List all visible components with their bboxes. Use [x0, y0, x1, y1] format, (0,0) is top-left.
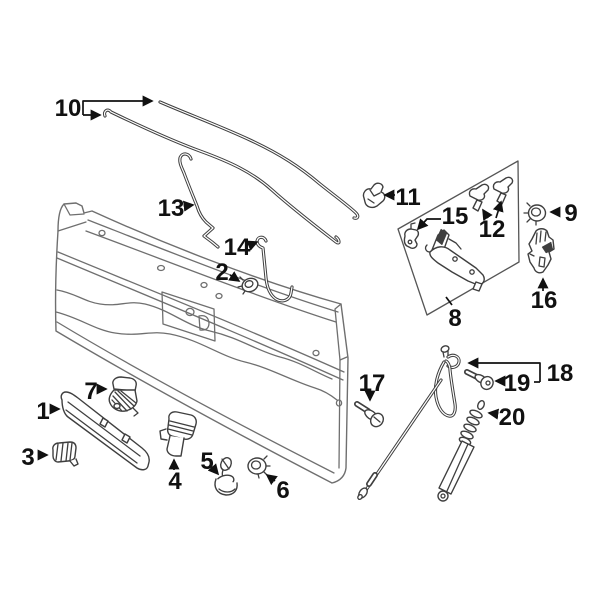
part-13-latch-rod — [178, 152, 220, 249]
part-18-release-cable — [357, 345, 461, 501]
part-8-latch-control-assembly — [424, 228, 485, 292]
tailgate-panel-illustration — [54, 202, 349, 484]
callout-numbers: 10 13 14 2 11 15 12 9 16 8 1 3 7 4 5 6 1… — [21, 95, 577, 504]
part-1-handle-bezel — [60, 391, 150, 471]
part-2-grommet — [237, 276, 259, 295]
part-20-support-strut — [437, 400, 485, 502]
part-19-bolt — [464, 369, 494, 391]
callout-leaders — [37, 95, 561, 486]
callout-5[interactable]: 5 — [200, 448, 213, 475]
part-12-screw-left — [468, 183, 490, 212]
callout-7[interactable]: 7 — [84, 378, 97, 405]
callout-16[interactable]: 16 — [531, 287, 558, 314]
part-14-latch-rod — [255, 235, 294, 303]
callout-1[interactable]: 1 — [36, 398, 49, 425]
callout-17[interactable]: 17 — [359, 370, 386, 397]
callout-12[interactable]: 12 — [479, 216, 506, 243]
callout-11[interactable]: 11 — [395, 184, 420, 211]
part-8-panel-outline — [397, 160, 520, 316]
part-3-clip — [52, 441, 79, 467]
callout-18[interactable]: 18 — [547, 360, 574, 387]
part-16-latch — [527, 228, 555, 274]
callout-6[interactable]: 6 — [276, 477, 289, 504]
part-15-clip — [403, 222, 420, 249]
part-6-nut — [247, 455, 271, 479]
callout-15[interactable]: 15 — [442, 203, 469, 230]
part-7-camera — [108, 376, 139, 417]
callout-2[interactable]: 2 — [215, 259, 228, 286]
part-11-rod-clip — [362, 182, 386, 209]
callout-13[interactable]: 13 — [158, 195, 185, 222]
callout-3[interactable]: 3 — [21, 444, 34, 471]
callout-8[interactable]: 8 — [448, 305, 461, 332]
part-17-bolt — [354, 401, 385, 428]
callout-9[interactable]: 9 — [564, 200, 577, 227]
part-5-lock-cylinder — [214, 457, 238, 496]
part-10-release-rod-left — [102, 108, 341, 245]
callout-4[interactable]: 4 — [168, 468, 182, 495]
callout-10[interactable]: 10 — [55, 95, 82, 122]
part-10-release-rod-right — [158, 100, 360, 220]
part-4-release-switch — [159, 411, 197, 457]
part-9-nut — [523, 202, 547, 226]
callout-19[interactable]: 19 — [504, 370, 531, 397]
callout-20[interactable]: 20 — [499, 404, 526, 431]
callout-14[interactable]: 14 — [224, 234, 251, 261]
part-12-screw-right — [492, 176, 514, 205]
